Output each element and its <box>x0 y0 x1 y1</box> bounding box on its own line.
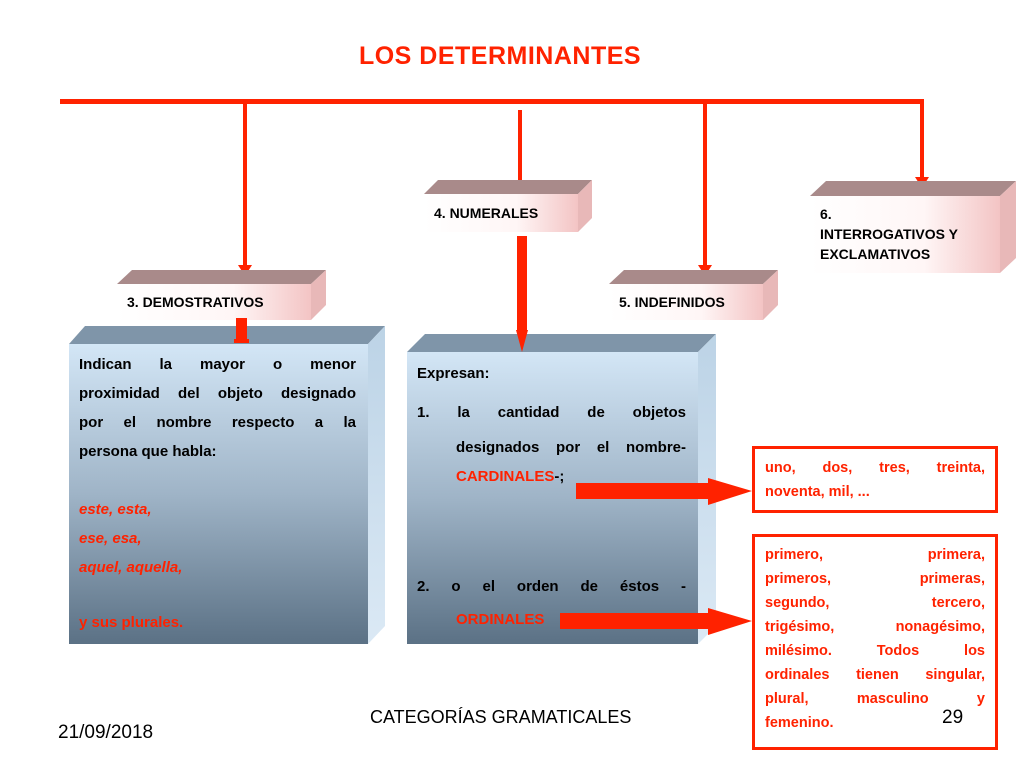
numerales-cardinales-line: CARDINALES-; <box>456 462 686 491</box>
demostrativos-examples: este, esta, ese, esa, aquel, aquella, <box>79 495 182 582</box>
category-indefinidos-label: 5. INDEFINIDOS <box>619 294 725 310</box>
arrow-numerales-down <box>516 236 528 352</box>
label-box-numerales <box>424 180 592 232</box>
arrow-to-cardinales <box>576 478 752 505</box>
cardinales-examples-box: uno, dos, tres, treinta, noventa, mil, .… <box>752 446 998 513</box>
cardinales-examples-line-2: noventa, mil, ... <box>765 484 870 500</box>
demostrativos-plurals: y sus plurales. <box>79 614 184 631</box>
label-box-demostrativos <box>117 270 326 320</box>
label-box-indefinidos <box>609 270 778 320</box>
category-interrogativos-label-2: INTERROGATIVOS Y <box>820 226 958 242</box>
ordinales-examples-line-5: milésimo. Todos los <box>765 643 985 659</box>
arrow-into-demostrativos <box>234 318 249 343</box>
cardinales-suffix: -; <box>554 468 565 485</box>
category-interrogativos-label-1: 6. <box>820 206 832 222</box>
page-title: LOS DETERMINANTES <box>358 42 642 70</box>
cardinales-term: CARDINALES <box>456 468 555 485</box>
page-number: 29 <box>942 707 964 728</box>
numerales-item-2: 2. o el orden de éstos - <box>417 572 686 601</box>
demostrativos-example-1: este, esta, <box>79 501 152 518</box>
numerales-intro: Expresan: <box>417 365 490 382</box>
demostrativos-line-1: Indican la mayor o menor <box>79 356 356 373</box>
demostrativos-line-3: por el nombre respecto a la <box>79 414 356 431</box>
cardinales-examples-line-1: uno, dos, tres, treinta, <box>765 460 985 476</box>
ordinales-examples-box: primero, primera, primeros, primeras, se… <box>752 534 998 750</box>
numerales-item-1-continued: designados por el nombre- CARDINALES-; <box>456 433 686 491</box>
ordinales-examples-line-7: plural, masculino y <box>765 691 985 707</box>
demostrativos-example-3: aquel, aquella, <box>79 559 183 576</box>
ordinales-examples-line-1: primero, primera, <box>765 547 985 563</box>
demostrativos-line-4: persona que habla: <box>79 443 217 460</box>
category-interrogativos-label-3: EXCLAMATIVOS <box>820 246 931 262</box>
ordinales-term: ORDINALES <box>456 611 545 628</box>
ordinales-examples-line-4: trigésimo, nonagésimo, <box>765 619 985 635</box>
category-numerales-label: 4. NUMERALES <box>434 205 539 221</box>
demostrativos-example-2: ese, esa, <box>79 530 142 547</box>
ordinales-examples-line-8: femenino. <box>765 715 834 731</box>
numerales-item-1-line-1: 1. la cantidad de objetos <box>417 404 686 421</box>
arrow-to-ordinales <box>560 608 752 635</box>
footer-date: 21/09/2018 <box>58 722 154 743</box>
demostrativos-description: Indican la mayor o menor proximidad del … <box>79 350 356 466</box>
ordinales-examples-line-2: primeros, primeras, <box>765 571 985 587</box>
footer-title: CATEGORÍAS GRAMATICALES <box>370 707 632 727</box>
numerales-item-2-line-1: 2. o el orden de éstos - <box>417 578 686 595</box>
panel-demostrativos <box>69 326 385 644</box>
category-demostrativos-label: 3. DEMOSTRATIVOS <box>127 294 264 310</box>
ordinales-examples-line-3: segundo, tercero, <box>765 595 985 611</box>
demostrativos-line-2: proximidad del objeto designado <box>79 385 356 402</box>
ordinales-examples-line-6: ordinales tienen singular, <box>765 667 985 683</box>
numerales-item-1: 1. la cantidad de objetos <box>417 398 686 427</box>
numerales-item-1-line-2: designados por el nombre- <box>456 439 686 456</box>
label-box-interrogativos <box>810 181 1016 273</box>
